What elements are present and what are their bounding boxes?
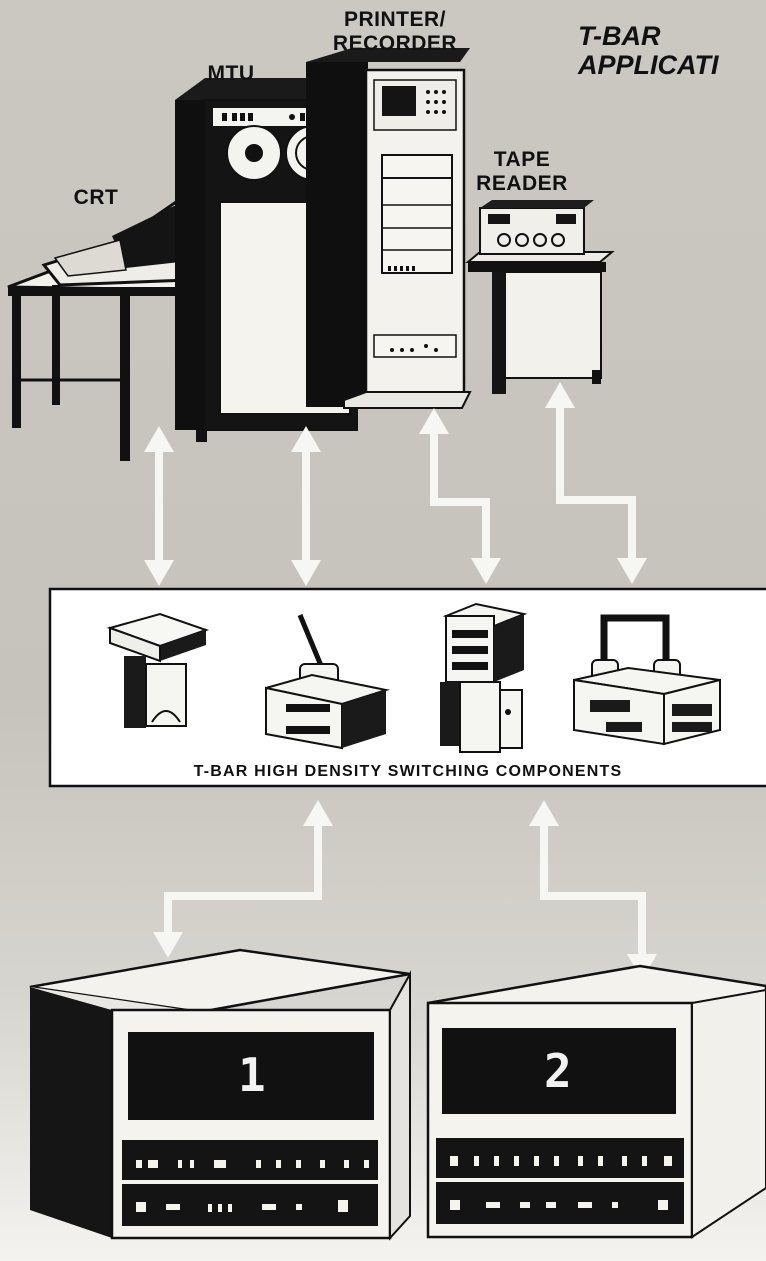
- computer-2: [428, 966, 766, 1237]
- tape-reader: [468, 200, 612, 394]
- panel-caption: T-BAR HIGH DENSITY SWITCHING COMPONENTS: [50, 763, 766, 781]
- printer-recorder-cabinet: [306, 48, 470, 408]
- label-mtu: MTU: [196, 62, 266, 86]
- switching-components-panel: [50, 589, 766, 786]
- page-title: T-BAR APPLICATI: [578, 22, 719, 80]
- computer-1: [30, 950, 410, 1238]
- label-printer-recorder: PRINTER/ RECORDER: [320, 8, 470, 56]
- computer-2-number: 2: [544, 1044, 572, 1098]
- computer-1-number: 1: [238, 1048, 266, 1102]
- label-crt: CRT: [60, 186, 132, 210]
- label-tape-reader: TAPE READER: [458, 148, 586, 196]
